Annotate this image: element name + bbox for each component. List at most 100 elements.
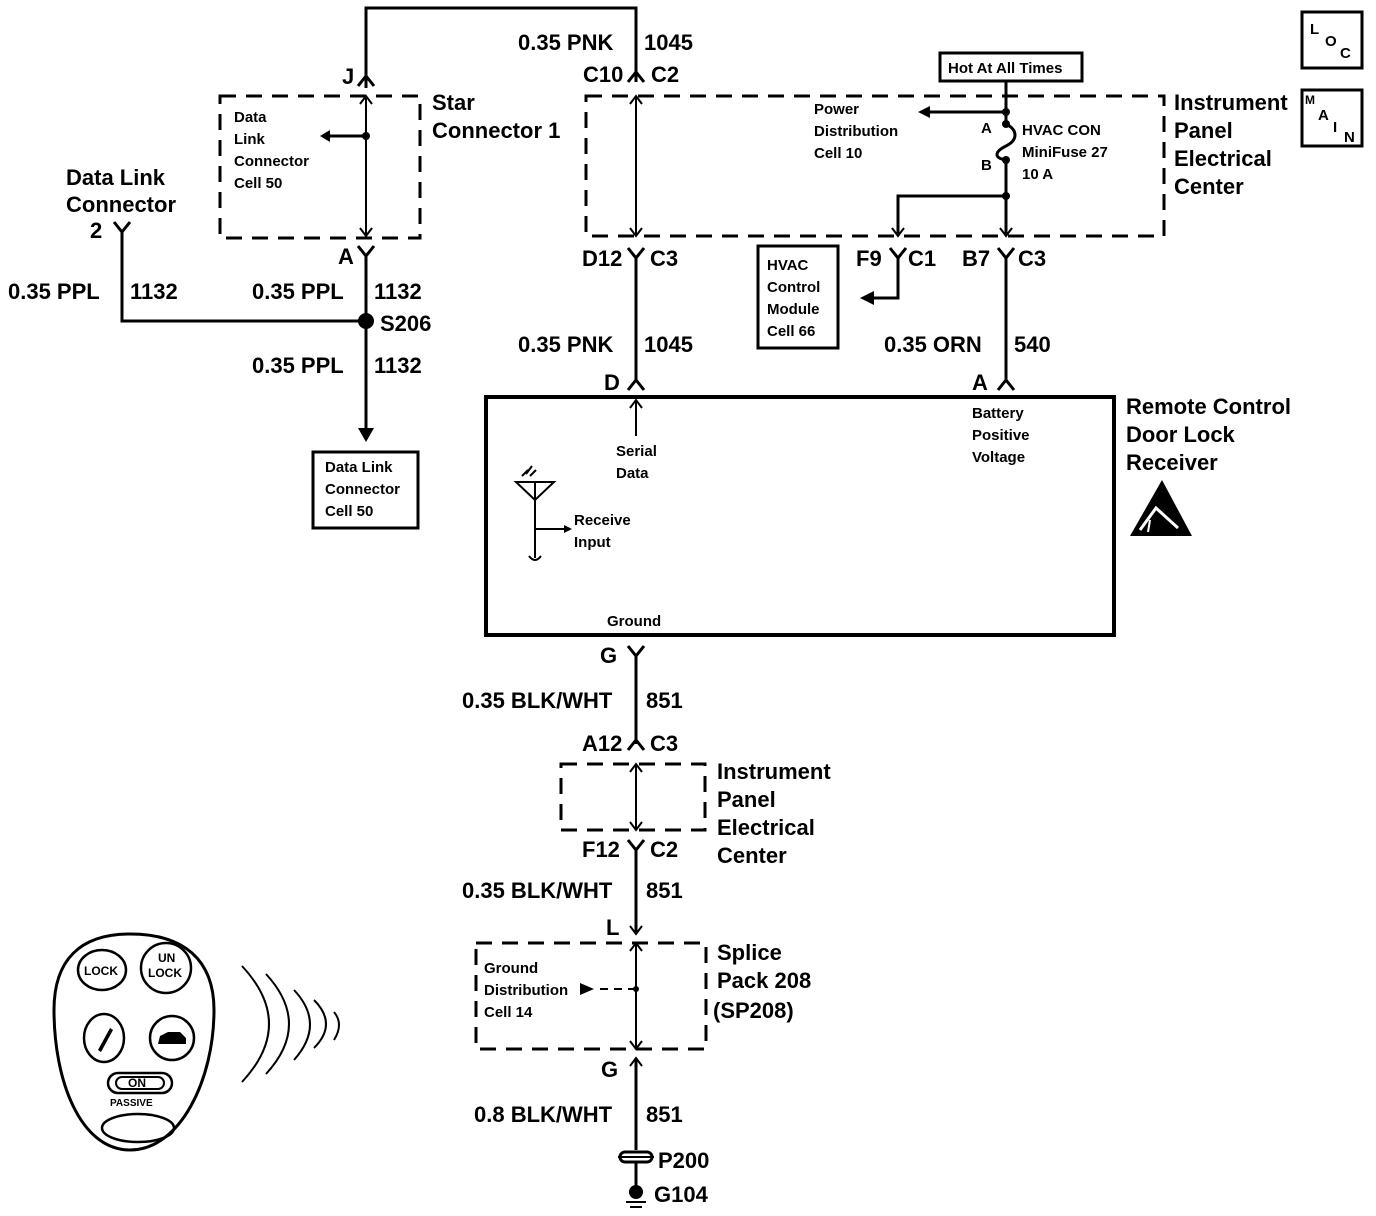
ref-text: Cell 50: [325, 503, 373, 520]
connector-c1: C1: [908, 246, 936, 271]
connector-c3: C3: [1018, 246, 1046, 271]
male-terminal-icon: [356, 245, 376, 259]
wire-label-circuit: 851: [646, 688, 683, 713]
component-title: Center: [717, 843, 787, 868]
wire-label-size: 0.35 PPL: [252, 353, 344, 378]
component-title: Electrical: [1174, 146, 1272, 171]
component-title: Instrument: [717, 759, 831, 784]
component-title: Electrical: [717, 815, 815, 840]
component-title: (SP208): [713, 998, 794, 1023]
arrow-down-icon: [629, 821, 643, 832]
wire-label-circuit: 1132: [374, 353, 422, 378]
arrow-left-icon: [918, 106, 930, 118]
pin-f9: F9: [856, 246, 882, 271]
wire-label-circuit: 1132: [374, 279, 422, 304]
main-badge-n: N: [1344, 129, 1355, 146]
fuse-pin-a: A: [981, 120, 992, 137]
ground-label: G104: [654, 1182, 709, 1207]
pin-d12: D12: [582, 246, 622, 271]
key-fob-icon: LOCK UN LOCK ON PASSIVE: [52, 932, 340, 1152]
ground-icon: [626, 1185, 646, 1208]
svg-text:ON: ON: [128, 1076, 146, 1090]
main-badge-m: M: [1305, 93, 1315, 107]
esd-warning-icon: [1130, 480, 1192, 536]
splice-label: S206: [380, 311, 431, 336]
ref-text: Cell 50: [234, 175, 282, 192]
component-title: Center: [1174, 174, 1244, 199]
arrow-left-icon: [860, 291, 874, 305]
main-badge-a: A: [1318, 107, 1329, 124]
arrow-right-icon: [580, 983, 594, 995]
fob-ring-hole: [100, 1112, 176, 1144]
loc-badge-c: C: [1340, 45, 1351, 62]
wire-label-circuit: 540: [1014, 332, 1051, 357]
ref-text: Connector: [234, 153, 309, 170]
trunk-button[interactable]: [148, 1014, 196, 1062]
male-terminal-icon: [626, 839, 646, 853]
pin-a: A: [338, 244, 354, 269]
ref-text: Distribution: [814, 123, 898, 140]
component-title: Door Lock: [1126, 422, 1236, 447]
panic-button[interactable]: [82, 1012, 126, 1064]
male-terminal-icon: [112, 221, 132, 235]
wire-label-size: 0.8 BLK/WHT: [474, 1102, 613, 1127]
fuse-label: MiniFuse 27: [1022, 144, 1108, 161]
arrow-down-icon: [359, 227, 373, 238]
ref-text: Data: [234, 109, 267, 126]
component-title: Data Link: [66, 165, 166, 190]
arrow-up-icon: [629, 94, 643, 105]
svg-text:Hot At All Times: Hot At All Times: [948, 60, 1062, 77]
pin-function: Data: [616, 465, 649, 482]
female-terminal-icon: [626, 377, 646, 391]
wire-ppl-1132-left: [120, 232, 366, 323]
arrow-down-icon: [629, 1040, 643, 1051]
component-title: Panel: [1174, 118, 1233, 143]
passive-on-button[interactable]: ON PASSIVE: [106, 1071, 174, 1109]
component-title: Star: [432, 90, 475, 115]
instrument-panel-electrical-center-2: Instrument Panel Electrical Center: [559, 759, 831, 868]
data-link-connector: Data Link Connector 2: [66, 165, 176, 243]
wire-label-size: 0.35 BLK/WHT: [462, 688, 613, 713]
female-terminal-icon: [626, 737, 646, 751]
connector-c2: C2: [650, 837, 678, 862]
wire-label-circuit: 1045: [644, 30, 693, 55]
ref-box-dlc-cell-50[interactable]: Data Link Connector Cell 50: [311, 450, 420, 530]
ref-box-hvac-cell-66[interactable]: HVAC Control Module Cell 66: [756, 244, 840, 350]
pin-function: Positive: [972, 427, 1030, 444]
connector-c3: C3: [650, 246, 678, 271]
component-title: Panel: [717, 787, 776, 812]
wire-label-size: 0.35 PNK: [518, 332, 613, 357]
pin-c10: C10: [583, 62, 623, 87]
fuse-icon: [995, 122, 1017, 162]
ref-text: Cell 14: [484, 1004, 533, 1021]
pin-a: A: [972, 370, 988, 395]
horn-icon: [98, 1028, 113, 1052]
ref-text: Module: [767, 301, 820, 318]
loc-badge[interactable]: L O C: [1300, 10, 1364, 70]
svg-text:UN: UN: [158, 951, 175, 965]
fuse-label: 10 A: [1022, 166, 1053, 183]
arrow-left-icon: [320, 130, 330, 142]
wire-label-circuit: 851: [646, 1102, 683, 1127]
main-badge[interactable]: M A I N: [1300, 88, 1364, 148]
arrow-up-icon: [359, 94, 373, 105]
hot-at-all-times-label: Hot At All Times: [938, 51, 1084, 83]
wire-label-circuit: 1045: [644, 332, 693, 357]
component-title: Remote Control: [1126, 394, 1291, 419]
female-terminal-icon: [356, 73, 376, 87]
lock-button[interactable]: LOCK: [76, 948, 128, 992]
pin-function: Receive: [574, 512, 631, 529]
wire-label-circuit: 851: [646, 878, 683, 903]
pin-b7: B7: [962, 246, 990, 271]
female-terminal-icon: [996, 377, 1016, 391]
arrow-up-icon: [629, 398, 643, 409]
ref-text: Distribution: [484, 982, 568, 999]
wire-label-size: 0.35 PNK: [518, 30, 613, 55]
arrow-up-icon: [629, 762, 643, 773]
splice-dot-icon: [358, 313, 374, 329]
connector-c2: C2: [651, 62, 679, 87]
pin-a12: A12: [582, 731, 622, 756]
svg-text:LOCK: LOCK: [84, 964, 118, 978]
unlock-button[interactable]: UN LOCK: [139, 941, 193, 995]
